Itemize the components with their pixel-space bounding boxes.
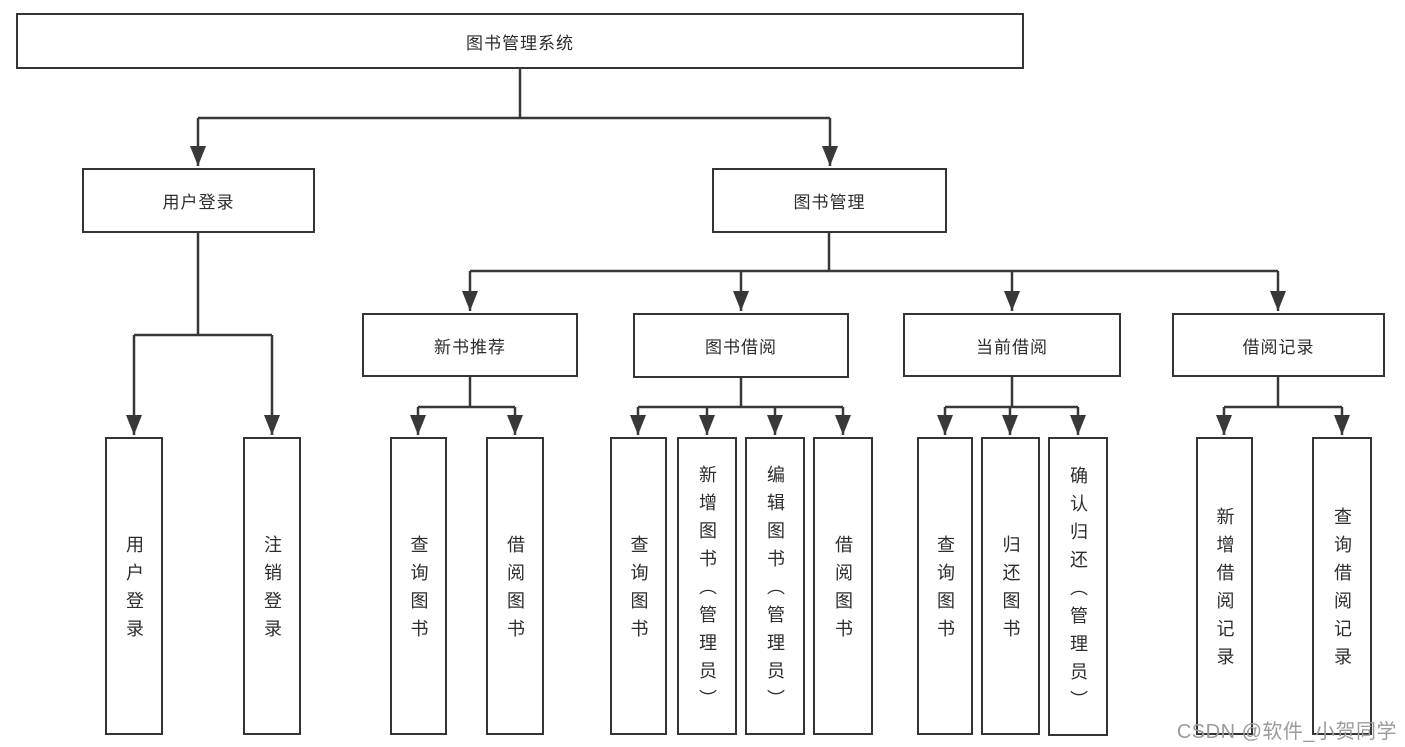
leaf-query-books-current: 查询图书	[917, 437, 973, 735]
csdn-watermark: CSDN @软件_小贺同学	[1176, 721, 1397, 743]
leaf-label: 查询借阅记录	[1332, 507, 1352, 675]
leaf-label: 借阅图书	[505, 535, 525, 647]
node-root-label: 图书管理系统	[466, 33, 574, 53]
leaf-label: 注销登录	[262, 535, 282, 647]
leaf-edit-book-admin: 编辑图书（管理员）	[745, 437, 805, 735]
node-book-management-label: 图书管理	[793, 193, 866, 212]
connector-borrow-records	[1216, 377, 1350, 435]
leaf-label: 新增图书（管理员）	[697, 465, 717, 717]
node-user-login: 用户登录	[82, 168, 315, 233]
leaf-label: 归还图书	[1000, 535, 1021, 647]
leaf-label: 新增借阅记录	[1214, 507, 1235, 675]
connector-book-management	[462, 233, 1286, 311]
leaf-label: 查询图书	[408, 535, 429, 647]
leaf-label: 编辑图书（管理员）	[765, 465, 785, 717]
node-label: 新书推荐	[434, 337, 506, 357]
node-root: 图书管理系统	[16, 13, 1024, 69]
connector-user-login	[126, 233, 280, 435]
leaf-label: 借阅图书	[833, 535, 853, 647]
node-book-management: 图书管理	[712, 168, 947, 233]
node-label: 图书借阅	[705, 338, 777, 357]
leaf-query-books-borrow: 查询图书	[610, 437, 667, 735]
leaf-label: 查询图书	[935, 535, 955, 647]
connector-root-to-level2	[190, 69, 838, 166]
leaf-label: 用户登录	[124, 535, 144, 647]
node-current-borrow: 当前借阅	[903, 313, 1121, 377]
leaf-add-borrow-record: 新增借阅记录	[1196, 437, 1253, 735]
connector-current-borrow	[937, 377, 1086, 435]
leaf-query-borrow-record: 查询借阅记录	[1312, 437, 1372, 735]
leaf-add-book-admin: 新增图书（管理员）	[677, 437, 737, 735]
connector-new-book-recommend	[410, 377, 523, 435]
node-label: 借阅记录	[1242, 337, 1315, 357]
leaf-return-book: 归还图书	[981, 437, 1040, 735]
node-new-book-recommend: 新书推荐	[362, 313, 578, 377]
leaf-query-books-recommend: 查询图书	[390, 437, 447, 735]
node-book-borrow: 图书借阅	[633, 313, 849, 378]
leaf-borrow-books-recommend: 借阅图书	[486, 437, 544, 735]
node-borrow-records: 借阅记录	[1172, 313, 1385, 377]
leaf-confirm-return-admin: 确认归还（管理员）	[1048, 437, 1108, 736]
connector-book-borrow	[630, 378, 851, 435]
leaf-user-login: 用户登录	[105, 437, 163, 735]
leaf-label: 查询图书	[628, 535, 649, 647]
node-label: 当前借阅	[976, 337, 1048, 357]
node-user-login-label: 用户登录	[162, 193, 235, 212]
leaf-borrow-books: 借阅图书	[813, 437, 873, 735]
leaf-label: 确认归还（管理员）	[1068, 465, 1088, 718]
leaf-logout: 注销登录	[243, 437, 301, 735]
